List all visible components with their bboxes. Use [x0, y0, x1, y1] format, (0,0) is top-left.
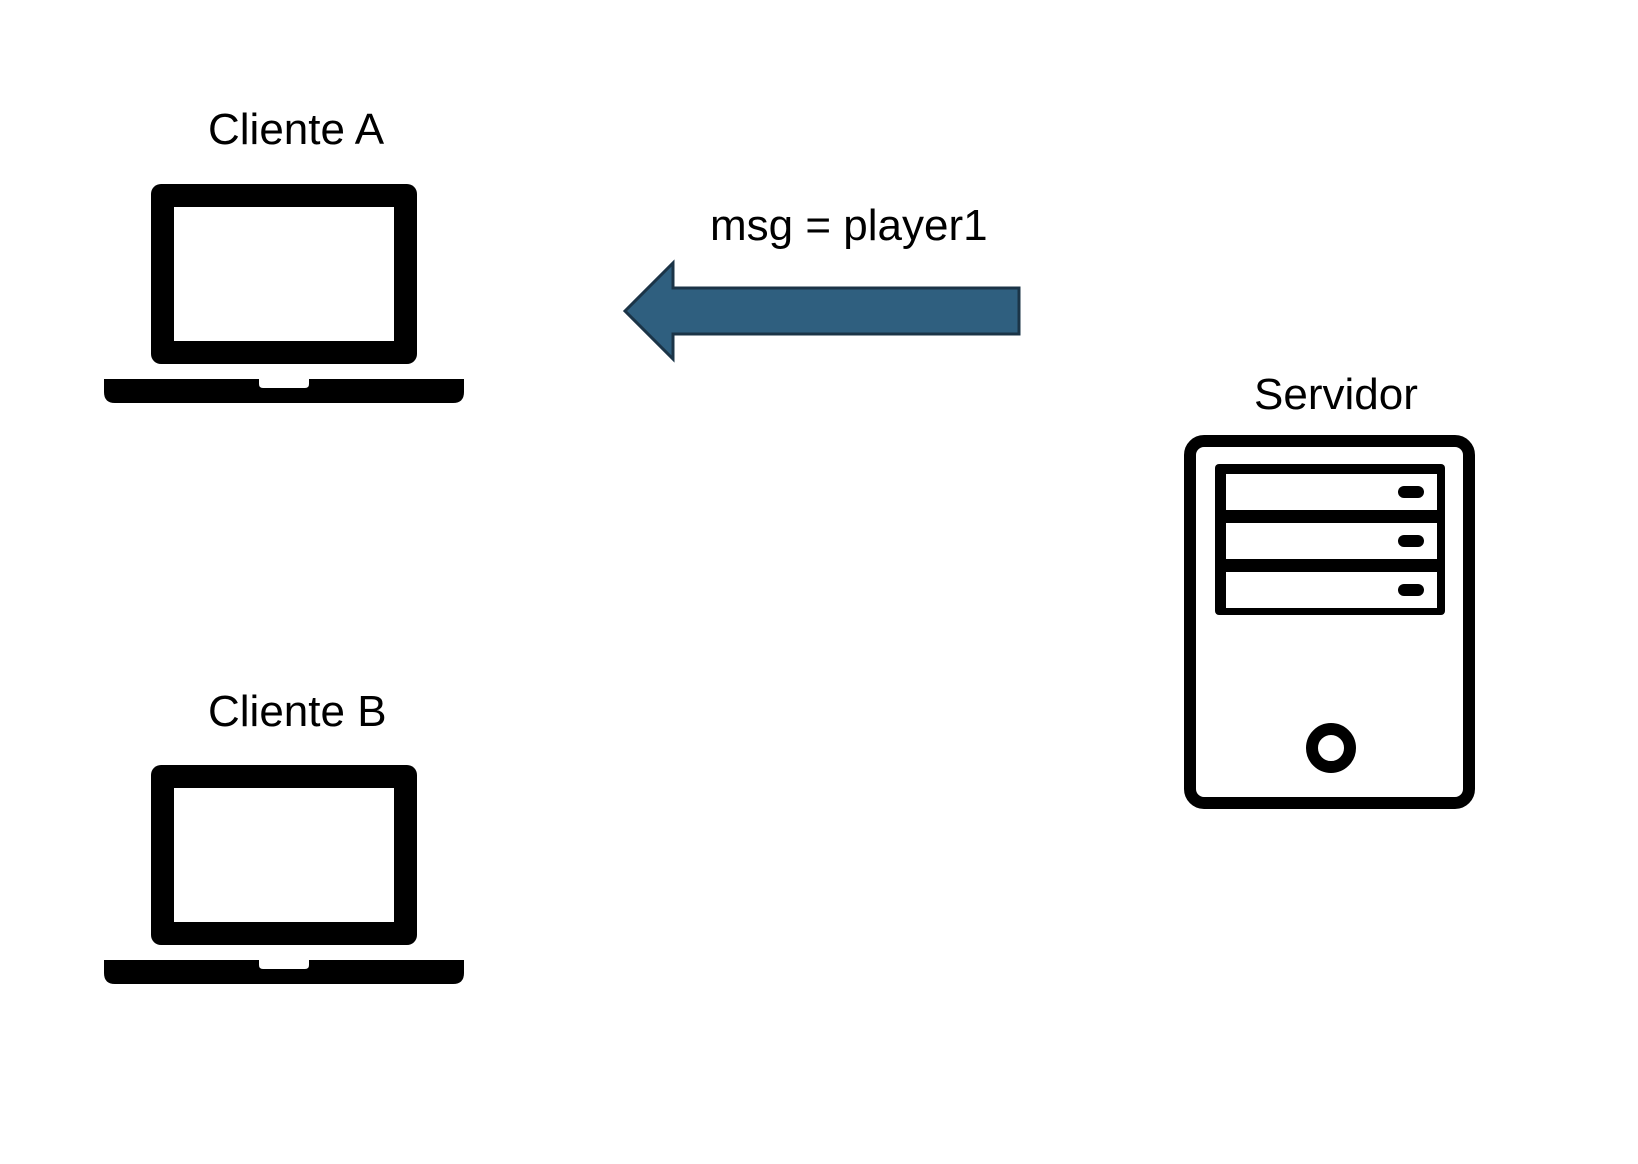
- laptop-icon: [104, 765, 464, 984]
- laptop-icon: [104, 184, 464, 403]
- message-label: msg = player1: [710, 201, 988, 250]
- server-tower-icon: [1184, 435, 1475, 809]
- client-b-label: Cliente B: [208, 687, 387, 736]
- left-arrow-icon: [622, 259, 1021, 363]
- server-label: Servidor: [1254, 370, 1418, 419]
- client-a-label: Cliente A: [208, 105, 385, 154]
